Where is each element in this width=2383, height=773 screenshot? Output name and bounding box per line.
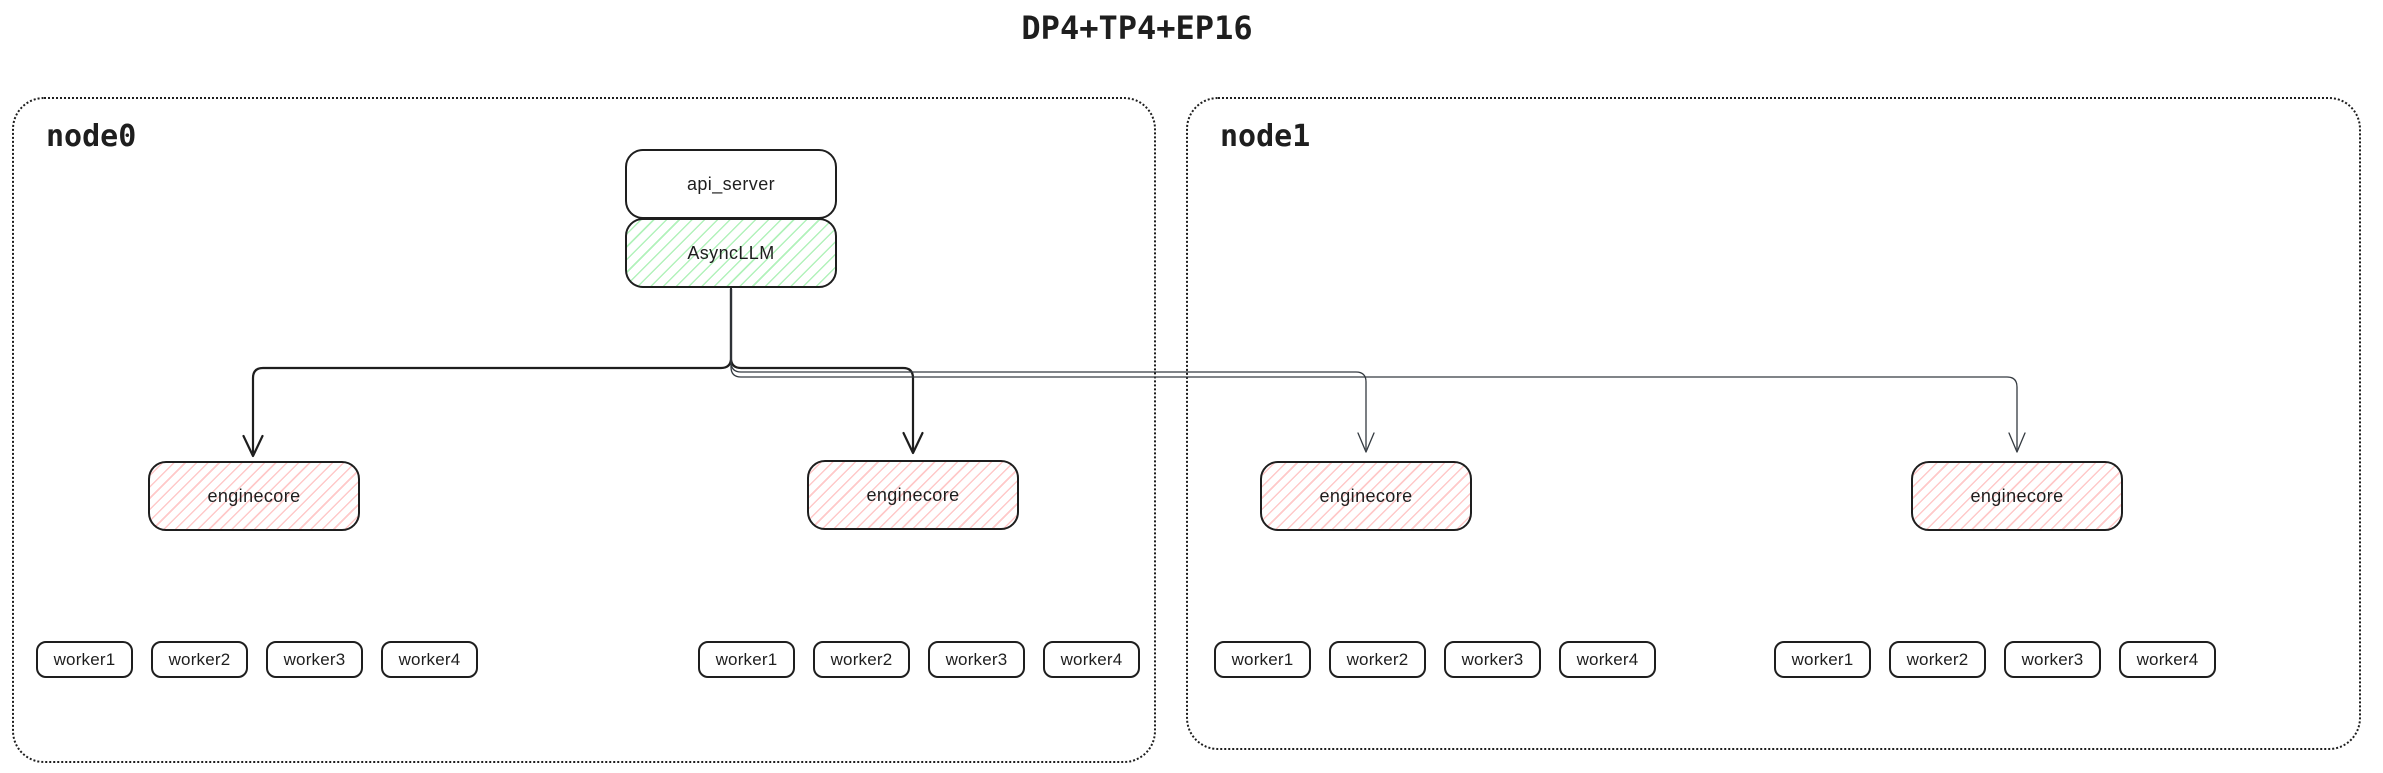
- worker-box: worker2: [1329, 641, 1426, 678]
- worker-box: worker2: [151, 641, 248, 678]
- enginecore-label: enginecore: [1970, 485, 2064, 506]
- worker-box: worker4: [1559, 641, 1656, 678]
- enginecore-label: enginecore: [207, 485, 301, 506]
- worker-box: worker3: [2004, 641, 2101, 678]
- node1-enginecore1-worker-row: worker1 worker2 worker3 worker4: [1214, 641, 1656, 678]
- worker-box: worker4: [2119, 641, 2216, 678]
- worker-box: worker1: [1774, 641, 1871, 678]
- worker-box: worker1: [36, 641, 133, 678]
- node1-enginecore2-box: enginecore: [1911, 461, 2123, 531]
- worker-box: worker3: [266, 641, 363, 678]
- worker-box: worker4: [1043, 641, 1140, 678]
- node0-label: node0: [46, 119, 137, 154]
- worker-box: worker3: [928, 641, 1025, 678]
- node0-enginecore2-worker-row: worker1 worker2 worker3 worker4: [698, 641, 1140, 678]
- worker-box: worker3: [1444, 641, 1541, 678]
- asyncllm-box: AsyncLLM: [625, 218, 837, 288]
- asyncllm-label: AsyncLLM: [687, 242, 775, 263]
- node0-enginecore1-box: enginecore: [148, 461, 360, 531]
- enginecore-label: enginecore: [866, 484, 960, 505]
- diagram-title: DP4+TP4+EP16: [1021, 9, 1253, 47]
- enginecore-label: enginecore: [1319, 485, 1413, 506]
- node0-enginecore1-worker-row: worker1 worker2 worker3 worker4: [36, 641, 478, 678]
- node1-label: node1: [1220, 119, 1311, 154]
- worker-box: worker1: [698, 641, 795, 678]
- api-server-box: api_server: [625, 149, 837, 219]
- node1-enginecore2-worker-row: worker1 worker2 worker3 worker4: [1774, 641, 2216, 678]
- worker-box: worker1: [1214, 641, 1311, 678]
- worker-box: worker2: [813, 641, 910, 678]
- worker-box: worker2: [1889, 641, 1986, 678]
- worker-box: worker4: [381, 641, 478, 678]
- node0-enginecore2-box: enginecore: [807, 460, 1019, 530]
- api-server-label: api_server: [686, 173, 776, 194]
- node1-enginecore1-box: enginecore: [1260, 461, 1472, 531]
